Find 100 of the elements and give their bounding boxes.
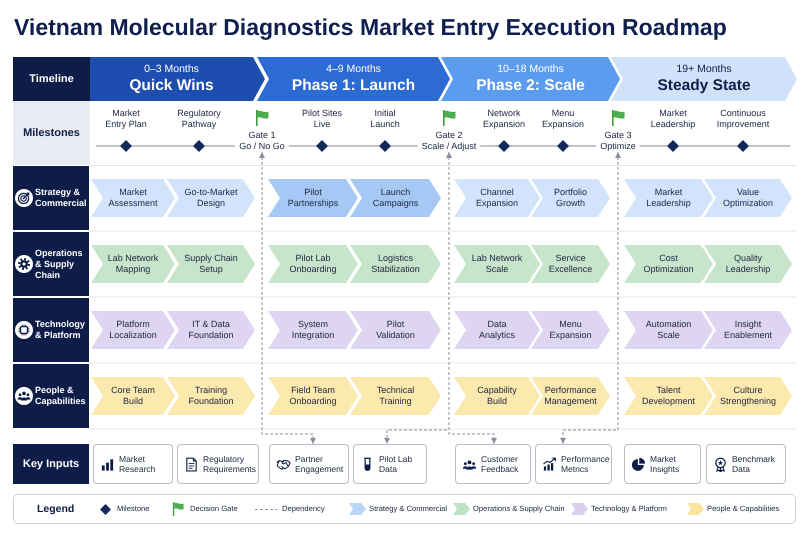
activity-label: System Integration (290, 319, 336, 341)
milestone-label: Menu Expansion (540, 108, 586, 130)
phase-duration: 19+ Months (676, 63, 732, 76)
input-card (93, 444, 173, 484)
activity-label: Market Assessment (107, 187, 159, 209)
row-header: Milestones (13, 101, 90, 165)
activity-label: Pilot Validation (375, 319, 416, 341)
activity-step (167, 179, 255, 217)
activity-label: Portfolio Growth (552, 187, 588, 209)
milestone-label: Initial Launch (369, 108, 401, 130)
activity-step (91, 179, 175, 217)
activity-label: Performance Management (543, 385, 598, 407)
activity-label: Platform Localization (108, 319, 158, 341)
input-card (535, 444, 612, 484)
gate-decision: Go / No Go (239, 141, 285, 152)
activity-label: Go-to-Market Design (183, 187, 238, 209)
activity-label: Channel Expansion (474, 187, 520, 209)
phase-name: Phase 2: Scale (476, 76, 585, 95)
input-card (706, 444, 786, 484)
activity-label: Logistics Stabilization (370, 253, 421, 275)
activity-step (350, 377, 441, 415)
input-label: Customer Feedback (481, 454, 520, 474)
lane-title: People & Capabilities (35, 385, 87, 407)
activity-label: Technical Training (376, 385, 416, 407)
input-card (177, 444, 259, 484)
input-card (269, 444, 349, 484)
milestone-label: Market Leadership (650, 108, 696, 130)
activity-step (704, 377, 792, 415)
lane-header (13, 298, 89, 362)
activity-label: Menu Expansion (548, 319, 593, 341)
input-label: Market Insights (650, 454, 680, 474)
activity-label: Automation Scale (644, 319, 692, 341)
activity-step (531, 179, 610, 217)
activity-label: Lab Network Scale (470, 253, 524, 275)
activity-label: Pilot Partnerships (286, 187, 340, 209)
lane-header (13, 364, 89, 428)
activity-label: Talent Development (640, 385, 696, 407)
milestone-label: Pilot Sites Live (300, 108, 344, 130)
gate-label: Gate 1 (248, 130, 276, 141)
input-label: Pilot Lab Data (379, 454, 414, 474)
activity-step (531, 311, 610, 349)
diagram-title: Vietnam Molecular Diagnostics Market Entry Execution Roadmap (14, 13, 727, 41)
lane-header (13, 166, 89, 230)
row-header: Timeline (13, 57, 90, 101)
input-label: Partner Engagement (295, 454, 344, 474)
activity-label: IT & Data Foundation (187, 319, 235, 341)
activity-label: Quality Leadership (724, 253, 772, 275)
dependency-arrow (560, 152, 621, 444)
dependency-arrow (446, 152, 497, 444)
activity-step (704, 245, 792, 283)
input-label: Regulatory Requirements (203, 454, 257, 474)
gate-label: Gate 3 (604, 130, 632, 141)
activity-label: Core Team Build (110, 385, 156, 407)
input-label: Market Research (119, 454, 156, 474)
activity-step (350, 311, 441, 349)
phase-name: Phase 1: Launch (292, 76, 416, 95)
input-card (353, 444, 427, 484)
activity-label: Supply Chain Setup (183, 253, 239, 275)
activity-step (704, 311, 792, 349)
dependency-arrow (259, 152, 316, 444)
gate-decision: Scale / Adjust (422, 141, 476, 152)
phase-name: Steady State (657, 76, 751, 95)
activity-label: Launch Campaigns (372, 187, 420, 209)
lane-header (13, 232, 89, 296)
gate-decision: Optimize (600, 141, 636, 152)
milestone-label: Regulatory Pathway (176, 108, 222, 130)
gate-label: Gate 2 (435, 130, 463, 141)
activity-step (268, 377, 358, 415)
phase-duration: 0–3 Months (144, 63, 199, 76)
activity-label: Service Excellence (548, 253, 594, 275)
activity-label: Training Foundation (187, 385, 235, 407)
input-card (455, 444, 531, 484)
activity-label: Data Analytics (478, 319, 516, 341)
activity-step (704, 179, 792, 217)
activity-step (531, 377, 610, 415)
activity-step (350, 245, 441, 283)
phase-duration: 10–18 Months (497, 63, 564, 76)
activity-step (268, 245, 358, 283)
phase-banner (257, 57, 450, 101)
lane-title: Technology & Platform (35, 319, 86, 341)
activity-label: Pilot Lab Onboarding (288, 253, 338, 275)
activity-step (91, 245, 175, 283)
phase-duration: 4–9 Months (326, 63, 381, 76)
activity-step (91, 311, 175, 349)
activity-label: Lab Network Mapping (106, 253, 160, 275)
row-header: Key Inputs (13, 444, 89, 484)
lane-title: Operations & Supply Chain (35, 248, 84, 280)
activity-step (167, 311, 255, 349)
activity-label: Capability Build (476, 385, 518, 407)
activity-label: Insight Enablement (722, 319, 774, 341)
lane-title: Strategy & Commercial (35, 187, 88, 209)
activity-label: Market Leadership (645, 187, 692, 209)
input-card (624, 444, 701, 484)
activity-step (91, 377, 175, 415)
activity-step (268, 311, 358, 349)
input-label: Benchmark Data (732, 454, 776, 474)
activity-step (531, 245, 610, 283)
milestone-label: Continuous Improvement (716, 108, 770, 130)
legend-title: Legend (37, 503, 74, 515)
activity-label: Cost Optimization (642, 253, 695, 275)
